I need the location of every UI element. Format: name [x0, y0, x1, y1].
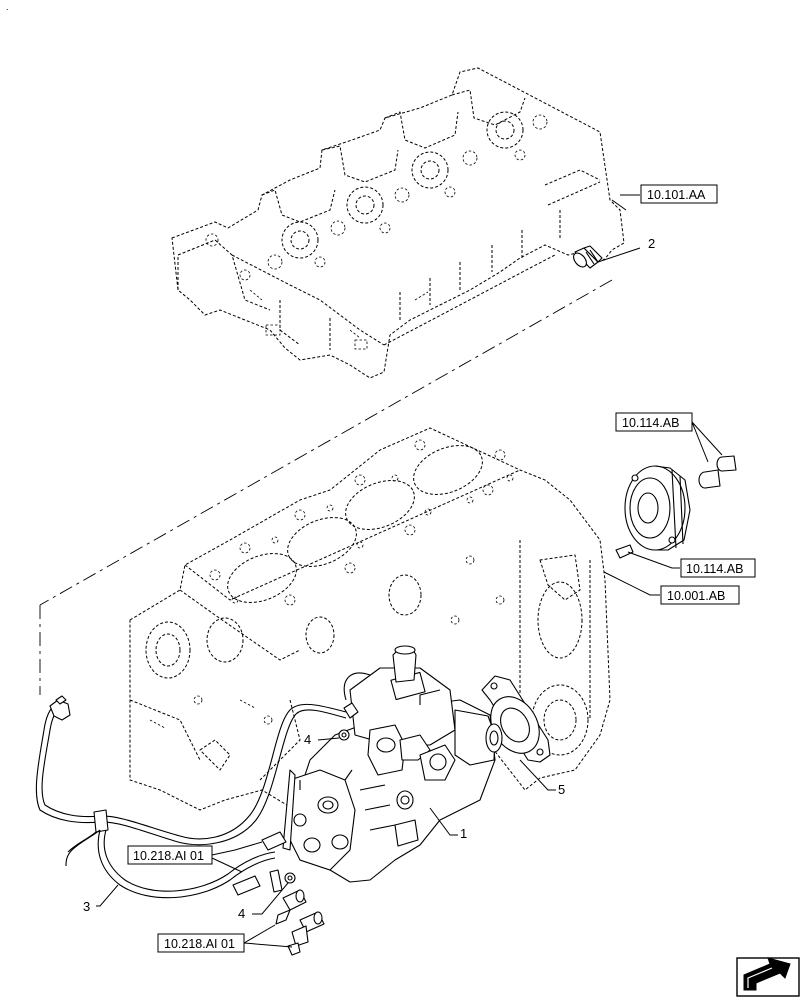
pump-flange-part-5	[481, 675, 551, 763]
callout-3: 3	[83, 899, 90, 914]
ref-cover-top-label[interactable]: 10.114.AB	[622, 416, 679, 430]
front-gear-cover	[615, 455, 737, 559]
next-page-arrow-icon[interactable]	[736, 957, 800, 997]
leader-callout-2	[597, 247, 641, 263]
ref-nozzles-label[interactable]: 10.218.AI 01	[164, 937, 235, 951]
leader-ref-pipe	[211, 841, 263, 856]
fuel-pipe-part-3	[35, 695, 347, 899]
washer-part-4-top	[338, 729, 350, 741]
leader-callout-5	[519, 759, 556, 791]
leader-callout-1	[429, 807, 458, 836]
injector-nozzles	[275, 889, 325, 956]
callout-2: 2	[648, 236, 655, 251]
ref-pipe-label[interactable]: 10.218.AI 01	[133, 849, 204, 863]
ref-block-label[interactable]: 10.001.AB	[667, 589, 725, 603]
ref-box-block[interactable]	[660, 585, 740, 605]
leader-ref-block	[603, 571, 660, 596]
ref-box-head[interactable]	[640, 184, 718, 204]
leader-ref-pipe-2	[211, 857, 243, 873]
leader-ref-head	[611, 199, 627, 211]
callout-1: 1	[460, 826, 467, 841]
leader-callout-4-bottom	[252, 882, 289, 915]
ref-box-cover-bottom[interactable]	[680, 558, 756, 578]
callout-4-bottom: 4	[238, 906, 245, 921]
washer-part-4-bottom	[284, 872, 296, 884]
leader-callout-4-top	[317, 737, 340, 741]
sensor-part-2	[573, 245, 603, 269]
engine-block-phantom	[129, 427, 611, 811]
ref-cover-bottom-label[interactable]: 10.114.AB	[686, 562, 743, 576]
corner-mark: .	[6, 2, 9, 12]
leader-ref-cover-top	[691, 421, 723, 463]
leader-ref-nozzles	[243, 924, 293, 948]
alignment-line-head	[39, 279, 613, 606]
ref-head-label[interactable]: 10.101.AA	[647, 188, 706, 202]
leader-callout-3	[96, 884, 119, 907]
leader-ref-cover-bottom	[627, 551, 680, 569]
injection-pump-part-1	[282, 645, 503, 883]
cylinder-head-phantom	[171, 67, 625, 379]
callout-5: 5	[558, 782, 565, 797]
callout-4-top: 4	[304, 732, 311, 747]
